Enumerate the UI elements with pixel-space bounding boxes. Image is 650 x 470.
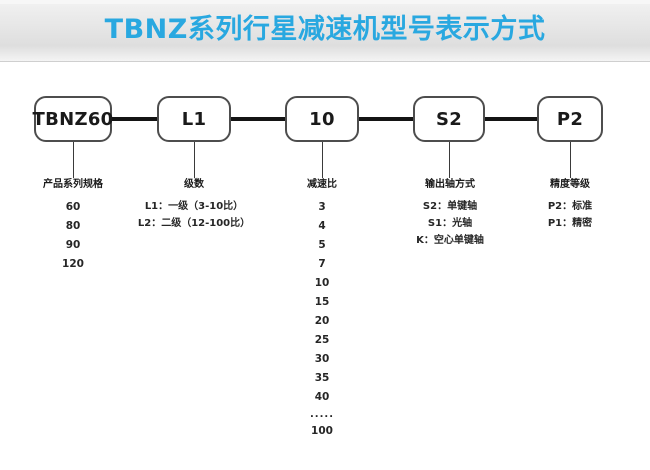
column-header: 输出轴方式	[425, 179, 475, 190]
list-item: 3	[318, 201, 326, 213]
connector-3	[358, 117, 414, 121]
chain-box-ratio[interactable]: 10	[285, 96, 359, 142]
drop-line-5	[570, 142, 571, 178]
chain-box-stage[interactable]: L1	[157, 96, 231, 142]
drop-line-4	[449, 142, 450, 178]
drop-line-2	[194, 142, 195, 178]
list-item: 90	[65, 239, 81, 251]
list-item: 35	[314, 372, 330, 384]
connector-2	[230, 117, 286, 121]
column-header: 减速比	[307, 179, 337, 190]
list-item: 30	[314, 353, 330, 365]
list-item-ellipsis: .....	[310, 409, 334, 420]
list-item: 80	[65, 220, 81, 232]
column-product-series: 产品系列规格 60 80 90 120	[13, 178, 133, 274]
column-header: 精度等级	[550, 179, 590, 190]
list-item: 20	[314, 315, 330, 327]
list-item: 100	[311, 425, 333, 437]
list-item: 60	[65, 201, 81, 213]
list-item: L2：二级（12-100比）	[137, 218, 251, 229]
drop-line-3	[322, 142, 323, 178]
connector-1	[108, 117, 158, 121]
page-title: TBNZ系列行星减速机型号表示方式	[104, 14, 546, 45]
list-item: 10	[314, 277, 330, 289]
list-item: S1：光轴	[427, 218, 473, 229]
chain-box-precision[interactable]: P2	[537, 96, 603, 142]
list-item: 120	[62, 258, 84, 270]
chain-box-series[interactable]: TBNZ60	[33, 96, 113, 142]
column-header: 级数	[184, 179, 204, 190]
column-stage-count: 级数 L1：一级（3-10比） L2：二级（12-100比）	[124, 178, 264, 232]
connector-4	[484, 117, 538, 121]
title-band: TBNZ系列行星减速机型号表示方式	[0, 0, 650, 62]
list-item: P2：标准	[547, 201, 593, 212]
list-item: 25	[314, 334, 330, 346]
list-item: 15	[314, 296, 330, 308]
list-item: 5	[318, 239, 326, 251]
list-item: K：空心单键轴	[416, 235, 484, 246]
list-item: S2：单键轴	[422, 201, 478, 212]
list-item: 4	[318, 220, 326, 232]
drop-line-1	[73, 142, 74, 178]
column-precision-grade: 精度等级 P2：标准 P1：精密	[515, 178, 625, 232]
column-header: 产品系列规格	[43, 179, 103, 190]
list-item: P1：精密	[547, 218, 593, 229]
list-item: 40	[314, 391, 330, 403]
column-output-shaft-type: 输出轴方式 S2：单键轴 S1：光轴 K：空心单键轴	[385, 178, 515, 249]
chain-box-output-shaft[interactable]: S2	[413, 96, 485, 142]
list-item: L1：一级（3-10比）	[144, 201, 244, 212]
list-item: 7	[318, 258, 326, 270]
code-chain: TBNZ60 L1 10 S2 P2	[0, 96, 650, 142]
column-reduction-ratio: 减速比 3 4 5 7 10 15 20 25 30 35 40 ..... 1…	[282, 178, 362, 441]
